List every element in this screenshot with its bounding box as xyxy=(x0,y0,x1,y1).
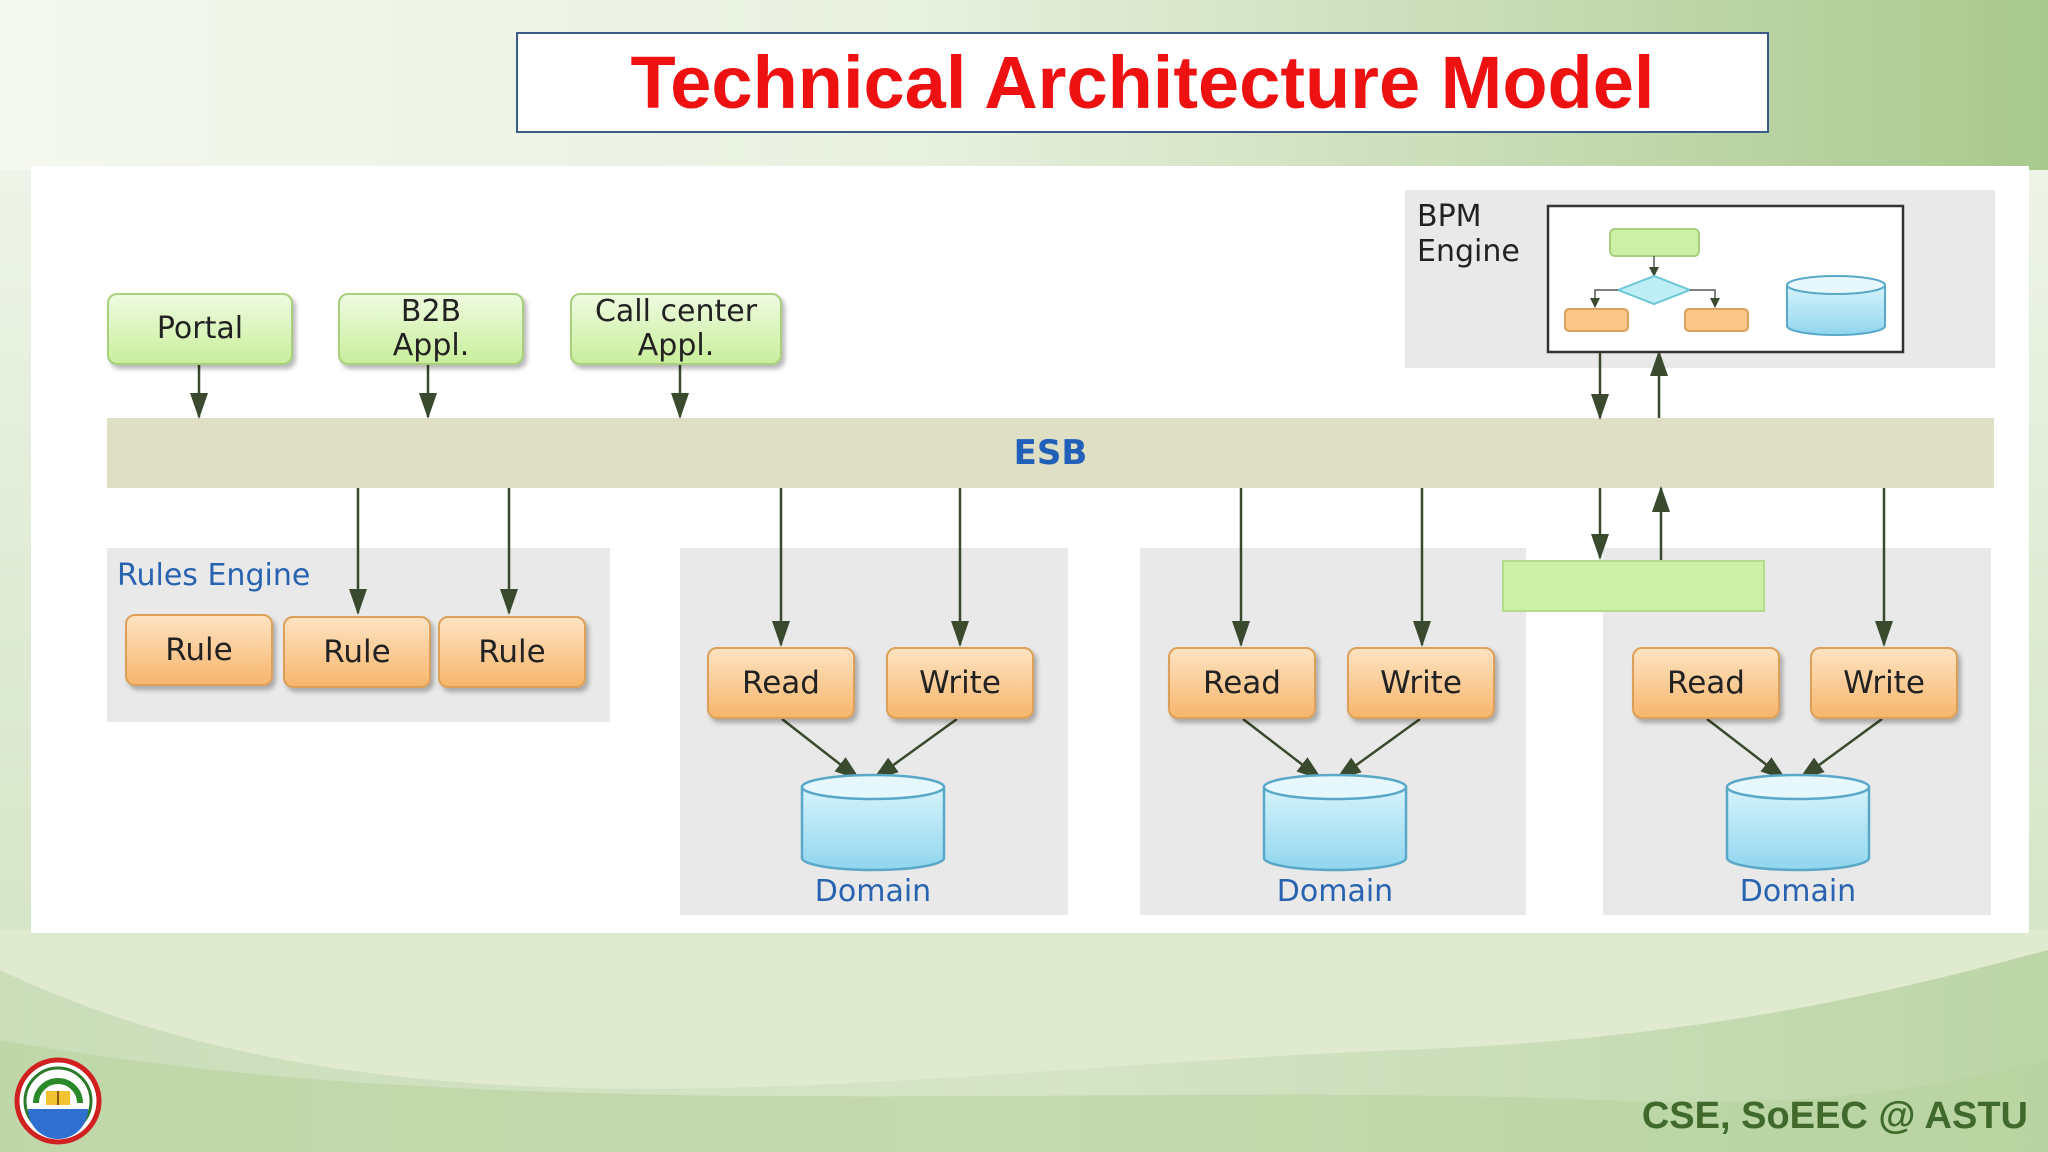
university-logo xyxy=(14,1057,102,1145)
read-box-1: Read xyxy=(707,647,855,719)
slide-background-wave xyxy=(0,930,2048,1152)
domain-database-1 xyxy=(800,773,946,872)
rule-box-1: Rule xyxy=(125,614,273,686)
title-box: Technical Architecture Model xyxy=(516,32,1769,133)
rule-box-3: Rule xyxy=(438,616,586,688)
footer-credit: CSE, SoEEC @ ASTU xyxy=(1641,1095,2028,1137)
client-portal-label: Portal xyxy=(156,311,244,347)
domain-label-1: Domain xyxy=(814,874,932,909)
arrow-read-3-to-db xyxy=(1706,718,1787,781)
bpm-engine-label: BPM Engine xyxy=(1417,199,1520,269)
arrow-write-2-to-db xyxy=(1335,717,1421,781)
rules-engine-label: Rules Engine xyxy=(117,558,311,593)
client-call-center-box: Call center Appl. xyxy=(570,293,782,365)
arrow-write-3-to-db xyxy=(1798,717,1883,781)
client-portal-box: Portal xyxy=(107,293,293,365)
write-label-2: Write xyxy=(1380,664,1462,701)
read-box-2: Read xyxy=(1168,647,1316,719)
arrow-write-1-to-db xyxy=(872,717,958,781)
read-label-3: Read xyxy=(1667,664,1745,701)
write-box-3: Write xyxy=(1810,647,1958,719)
domain-label-2: Domain xyxy=(1276,874,1394,909)
bpm-workflow-thumbnail xyxy=(1546,204,1905,354)
read-label-1: Read xyxy=(742,664,820,701)
client-b2b-box: B2B Appl. xyxy=(338,293,524,365)
client-call-center-label: Call center Appl. xyxy=(594,294,758,363)
rule-box-2: Rule xyxy=(283,616,431,688)
write-label-3: Write xyxy=(1843,664,1925,701)
arrow-read-2-to-db xyxy=(1242,718,1323,781)
rule-label-2: Rule xyxy=(323,633,391,670)
esb-bus: ESB xyxy=(107,418,1994,488)
domain-label-3: Domain xyxy=(1739,874,1857,909)
rule-label-1: Rule xyxy=(165,631,233,668)
connector-layer xyxy=(190,204,1905,872)
write-box-1: Write xyxy=(886,647,1034,719)
write-label-1: Write xyxy=(919,664,1001,701)
read-label-2: Read xyxy=(1203,664,1281,701)
slide-title: Technical Architecture Model xyxy=(630,41,1655,124)
client-b2b-label: B2B Appl. xyxy=(392,294,470,363)
write-box-2: Write xyxy=(1347,647,1495,719)
read-box-3: Read xyxy=(1632,647,1780,719)
domain-database-2 xyxy=(1262,773,1408,872)
rule-label-3: Rule xyxy=(478,633,546,670)
esb-connector-box xyxy=(1502,560,1765,612)
architecture-diagram: ESB xyxy=(31,166,2029,933)
arrow-read-1-to-db xyxy=(781,718,861,781)
domain-database-3 xyxy=(1725,773,1871,872)
esb-label: ESB xyxy=(1013,433,1088,473)
